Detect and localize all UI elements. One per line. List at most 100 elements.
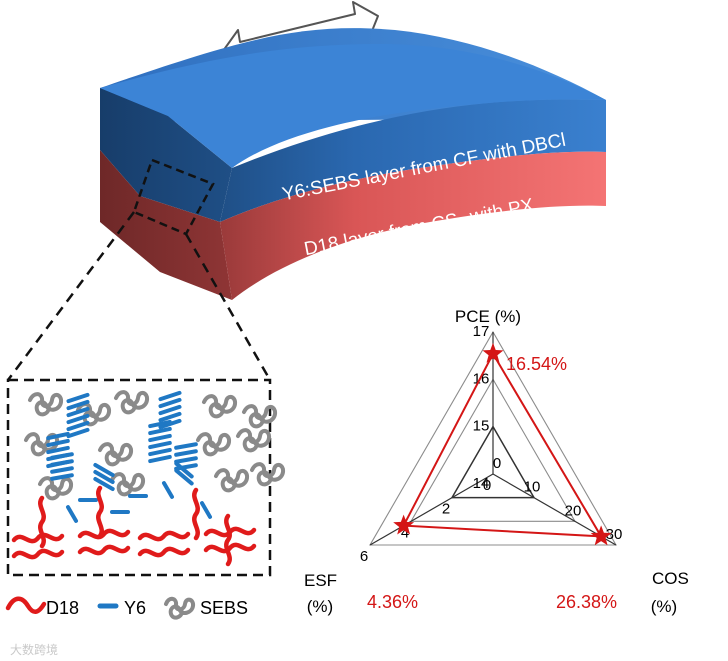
cos-axis-label: COS <box>652 569 689 588</box>
cos-axis-unit: (%) <box>651 597 677 616</box>
sebs-coil <box>114 390 150 415</box>
legend-sebs-swatch <box>164 596 196 620</box>
esf-axis-label: ESF <box>304 571 337 590</box>
bilayer-film: Y6:SEBS layer from CF with DBCl D18 laye… <box>100 28 606 300</box>
y6-stack-dash <box>93 477 115 491</box>
y6-stack-dash <box>174 449 198 457</box>
y6-stack-dash <box>148 454 172 464</box>
radar-tick-pce: 15 <box>473 418 490 435</box>
cos-value-label: 26.38% <box>556 592 617 612</box>
y6-stack-dash <box>46 431 70 441</box>
y6-stack-dash <box>50 452 74 460</box>
radar-point-cos <box>590 525 612 546</box>
y6-stack-dash <box>148 440 172 450</box>
radar-tick-cos: 30 <box>606 526 623 543</box>
sebs-coil <box>202 394 238 419</box>
watermark: 大数跨境 <box>10 642 58 657</box>
legend-d18-swatch <box>5 596 47 614</box>
y6-stack-dash <box>158 418 182 430</box>
legend-d18-label: D18 <box>46 598 79 618</box>
zoom-line-right <box>184 233 272 381</box>
y6-stack-dash <box>66 413 90 425</box>
y6-stack-dash <box>158 411 182 423</box>
radar-grid-ring <box>410 378 576 522</box>
radar-tick-esf: 6 <box>360 548 368 565</box>
y6-stack-dash <box>66 406 90 418</box>
sebs-coil <box>76 402 112 427</box>
y6-stack-dash <box>46 438 70 448</box>
radar-spoke <box>369 473 494 546</box>
pce-axis-title: PCE (%) <box>455 307 521 326</box>
y6-stack-dash <box>50 466 74 474</box>
esf-axis-unit: (%) <box>307 597 333 616</box>
esf-value-label: 4.36% <box>367 592 418 612</box>
y6-stack-dash <box>174 456 198 464</box>
sebs-coil <box>98 442 134 467</box>
top-layer-front <box>220 99 606 222</box>
d18-chain <box>38 495 46 549</box>
d18-chain <box>137 530 191 542</box>
y6-stack-dash <box>66 392 90 404</box>
radar-tick-cos: 10 <box>524 479 541 496</box>
radar-tick-cos: 0 <box>493 455 501 472</box>
y6-stack-dash <box>148 426 172 436</box>
y6-stack-dash <box>148 419 172 429</box>
legend: D18 Y6 SEBS <box>5 596 248 620</box>
sebs-coil <box>250 462 286 487</box>
radar-tick-pce: 17 <box>473 323 490 340</box>
morphology-inset <box>6 378 286 577</box>
d18-chain <box>137 546 191 558</box>
d18-chain <box>224 513 232 567</box>
radar-point-pce <box>482 342 504 363</box>
y6-stack-dash <box>66 399 90 411</box>
zoom-line-left <box>7 211 135 381</box>
y6-stack-dash <box>158 390 182 402</box>
radar-tick-esf: 2 <box>442 501 450 518</box>
d18-chain <box>96 485 104 539</box>
d18-chain <box>77 544 131 556</box>
sebs-coil <box>196 432 232 457</box>
y6-stack-dash <box>158 404 182 416</box>
y6-stack-dash <box>148 433 172 443</box>
radar-tick-pce: 14 <box>473 475 490 492</box>
radar-tick-cos: 20 <box>565 502 582 519</box>
d18-chain <box>192 487 200 541</box>
y6-stack-dash <box>66 420 90 432</box>
bottom-layer-front <box>220 151 606 300</box>
sebs-coil <box>110 472 146 497</box>
radar-point-esf <box>393 514 415 535</box>
y6-stack-dash <box>50 473 74 481</box>
d18-chain <box>11 548 65 560</box>
legend-sebs-label: SEBS <box>200 598 248 618</box>
y6-stack-dash <box>93 470 115 484</box>
radar-tick-esf: 4 <box>401 524 409 541</box>
radar-tick-esf: 0 <box>483 477 491 494</box>
radar-grid-ring <box>450 425 536 499</box>
y6-stack-dash <box>148 447 172 457</box>
sebs-coil <box>28 392 64 417</box>
y6-dash <box>162 481 174 499</box>
y6-stack-dash <box>93 463 115 477</box>
radar-data-polygon <box>402 351 603 538</box>
y6-stack-dash <box>158 397 182 409</box>
d18-chain <box>11 532 65 544</box>
legend-y6-label: Y6 <box>124 598 146 618</box>
y6-dash <box>66 505 78 523</box>
sebs-coil <box>242 404 278 429</box>
d18-chain <box>77 528 131 540</box>
y6-stack-dash <box>66 427 90 439</box>
radar-grid-ring <box>369 330 617 546</box>
sebs-coil <box>38 476 74 501</box>
sebs-coil <box>214 468 250 493</box>
y6-stack-dash <box>174 461 194 479</box>
y6-dash <box>200 501 212 519</box>
d18-chain <box>203 542 257 554</box>
pce-value-label: 16.54% <box>506 354 567 374</box>
y6-stack-dash <box>174 468 194 486</box>
top-layer-side <box>100 88 232 222</box>
sebs-coil <box>236 428 272 453</box>
y6-stack-dash <box>50 459 74 467</box>
y6-stack-dash <box>174 442 198 450</box>
